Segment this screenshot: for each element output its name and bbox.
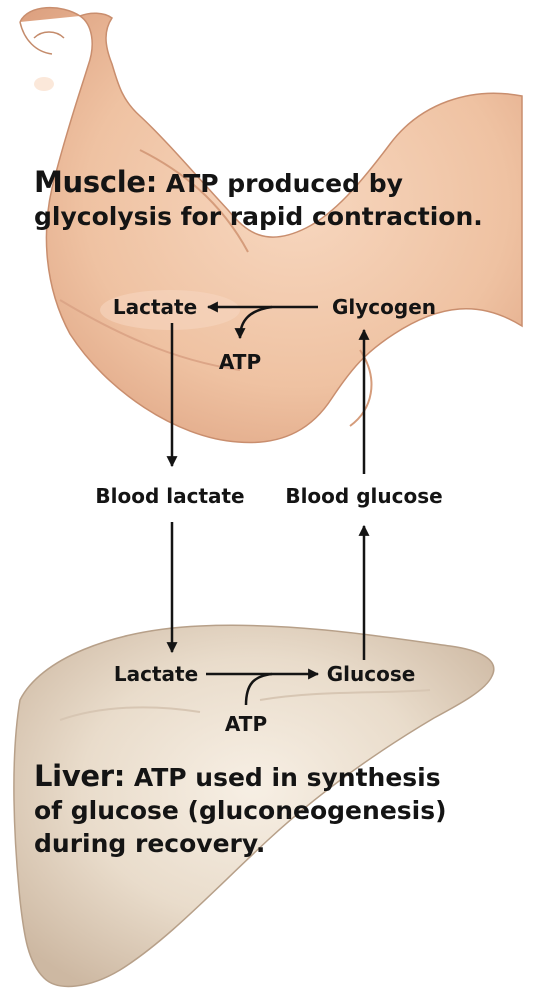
- flow-arrows: [166, 301, 370, 706]
- liver-caption-line-1: ATP used in synthesis: [133, 763, 441, 792]
- liver-heading: Liver:: [34, 759, 126, 793]
- liver-atp-label: ATP: [224, 712, 268, 736]
- blood-lactate-label: Blood lactate: [95, 484, 245, 508]
- muscle-caption-line-1: ATP produced by: [165, 169, 403, 198]
- liver-caption-line-2: of glucose (gluconeogenesis): [34, 796, 447, 825]
- liver-lactate-label: Lactate: [113, 662, 199, 686]
- muscle-caption: Muscle: ATP produced by glycolysis for r…: [34, 166, 483, 233]
- arrow-muscle-atp-branch: [234, 305, 273, 340]
- muscle-lactate-label: Lactate: [112, 295, 198, 319]
- arm-illustration: [19, 6, 523, 444]
- muscle-atp-label: ATP: [218, 350, 262, 374]
- liver-illustration: [13, 624, 495, 988]
- muscle-heading: Muscle:: [34, 165, 158, 199]
- muscle-caption-line-2: glycolysis for rapid contraction.: [34, 202, 483, 231]
- liver-caption: Liver: ATP used in synthesis of glucose …: [34, 760, 447, 860]
- liver-glucose-label: Glucose: [326, 662, 416, 686]
- arrow-liver-atp-input: [244, 672, 273, 706]
- liver-caption-line-3: during recovery.: [34, 829, 266, 858]
- blood-glucose-label: Blood glucose: [285, 484, 443, 508]
- muscle-glycogen-label: Glycogen: [331, 295, 437, 319]
